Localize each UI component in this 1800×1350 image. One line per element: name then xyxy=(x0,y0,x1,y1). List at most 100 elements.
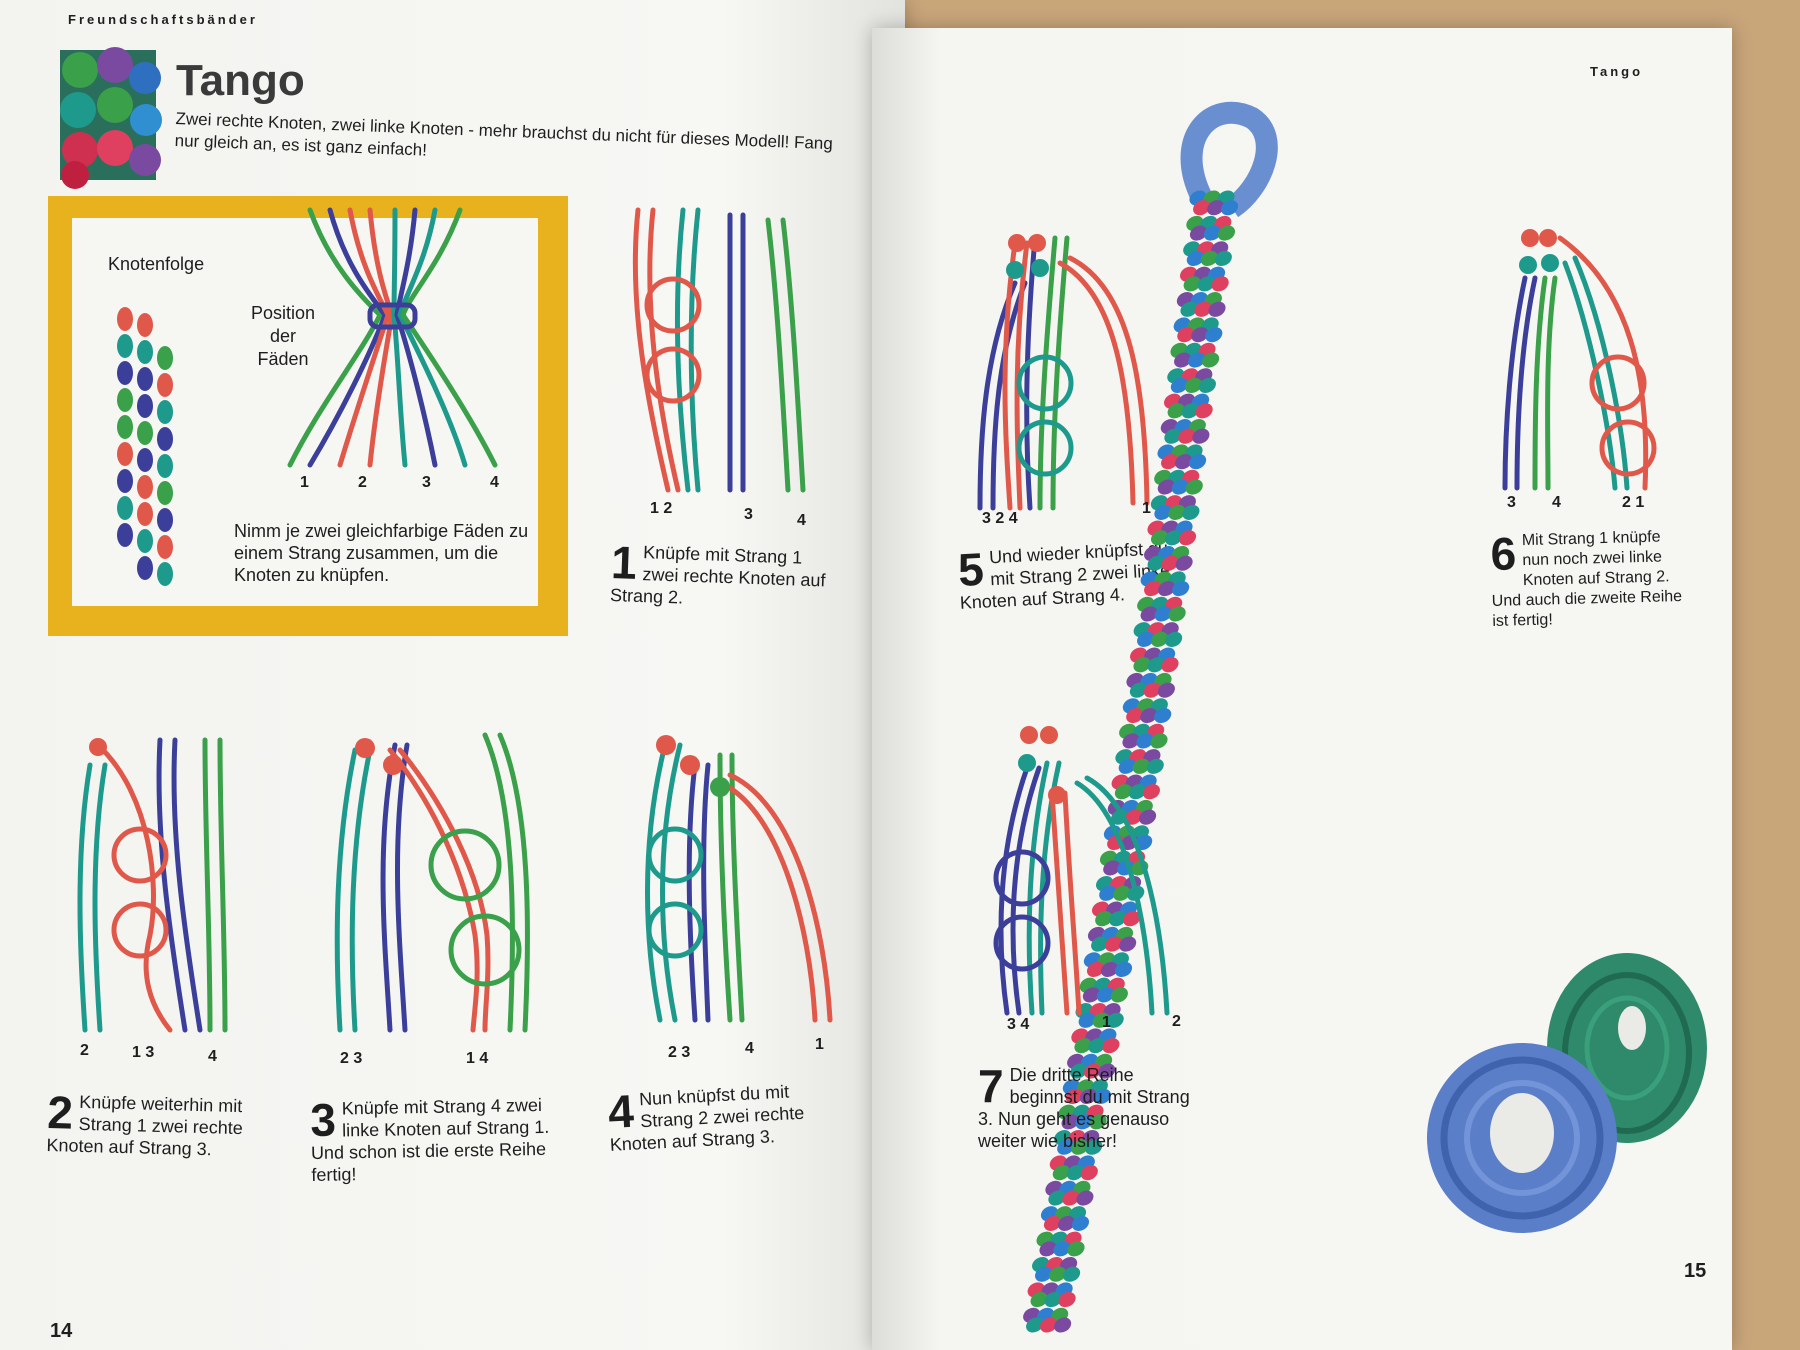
page-number-right: 15 xyxy=(1684,1260,1707,1282)
bracelet-knot xyxy=(1082,987,1100,1003)
bracelet-knot xyxy=(1192,428,1210,444)
bracelet-knot xyxy=(1161,454,1179,470)
bracelet-knot xyxy=(1207,200,1225,216)
bracelet-knot xyxy=(1052,1165,1070,1181)
bracelet-knot xyxy=(1109,911,1127,927)
step-6-text: Mit Strang 1 knüpfe nun noch zwei linke … xyxy=(1491,528,1683,630)
bracelet-knot xyxy=(1217,225,1236,241)
bracelet-knot xyxy=(1035,1266,1053,1282)
bracelet-knot xyxy=(1168,504,1186,520)
bracelet-knot xyxy=(1189,225,1208,241)
step-7-diagram xyxy=(993,726,1170,1016)
bracelet-knot xyxy=(1096,987,1114,1003)
info-box-text: Nimm je zwei gleichfarbige Fäden zu eine… xyxy=(234,521,529,585)
bracelet-knot xyxy=(1161,555,1179,571)
bracelet-knot xyxy=(1146,758,1164,774)
knot-dot xyxy=(137,502,153,526)
step-7-number: 7 xyxy=(978,1060,1004,1112)
bracelet-knot xyxy=(1092,1012,1110,1028)
bracelet-knot xyxy=(1191,327,1209,343)
step-5-diagram xyxy=(977,234,1150,511)
page-number-left: 14 xyxy=(50,1320,73,1342)
yarn-skeins-photo xyxy=(1427,953,1707,1233)
bracelet-knot xyxy=(1043,1215,1062,1231)
bracelet-knot xyxy=(1098,1063,1116,1079)
position-number-2: 2 xyxy=(358,474,367,491)
step-2-labels-a: 2 xyxy=(80,1042,89,1059)
step-5-labels-b: 1 xyxy=(1142,500,1151,517)
step-5-labels-a: 3 2 4 xyxy=(982,510,1018,527)
bracelet-knot xyxy=(1154,708,1172,724)
position-word-1: Position xyxy=(250,303,316,323)
bracelet-knot xyxy=(1084,1063,1102,1079)
step-7-labels-c: 2 xyxy=(1172,1013,1181,1030)
knot-dot xyxy=(157,508,173,532)
bracelet-knot xyxy=(1053,1241,1071,1257)
thread-position-diagram xyxy=(287,207,498,468)
bracelet-knot xyxy=(1075,1114,1093,1130)
bracelet-loop xyxy=(1180,101,1278,218)
bracelet-knot xyxy=(1132,758,1150,774)
bracelet-knot xyxy=(1221,200,1239,216)
position-number-1: 1 xyxy=(300,474,309,491)
bracelet-knot xyxy=(1167,403,1185,419)
bracelet-knot xyxy=(1181,403,1199,419)
bracelet-knot xyxy=(1048,1190,1066,1206)
bracelet-knot xyxy=(1065,1088,1083,1105)
bracelet-knot xyxy=(1177,327,1195,343)
bracelet-knot xyxy=(1103,860,1121,876)
step-7-text: Die dritte Reihe beginnst du mit Strang … xyxy=(978,1065,1190,1151)
bracelet-knot xyxy=(1099,885,1117,901)
knot-dot xyxy=(117,388,133,412)
bracelet-knot xyxy=(1063,1266,1081,1282)
step-4-labels-a: 2 3 xyxy=(668,1044,691,1061)
bracelet-knot xyxy=(1157,479,1175,495)
bracelet-knot xyxy=(1122,733,1140,749)
bracelet-knot xyxy=(1057,1215,1076,1231)
bracelet-knot xyxy=(1136,733,1154,749)
bracelet-knot xyxy=(1119,936,1137,952)
knot-dot xyxy=(137,448,153,472)
bracelet-knot xyxy=(1172,581,1190,597)
bracelet-knot xyxy=(1188,352,1206,368)
bracelet-knot xyxy=(1093,1088,1111,1105)
bracelet-knot xyxy=(1105,936,1123,952)
bracelet-knot xyxy=(1175,454,1193,470)
bracelet-knot xyxy=(1150,530,1169,546)
bracelet-knot xyxy=(1205,327,1223,343)
knot-dot xyxy=(157,535,173,559)
bracelet-knot xyxy=(1123,911,1141,927)
running-header-right: Tango xyxy=(1590,64,1644,79)
bracelet-knot xyxy=(1030,1292,1048,1308)
knot-dot xyxy=(117,307,133,331)
bracelet-knot xyxy=(1157,682,1175,698)
bracelet-knot xyxy=(1164,530,1183,546)
step-6-labels-b: 4 xyxy=(1552,494,1561,511)
step-3-text: Knüpfe mit Strang 4 zwei linke Knoten au… xyxy=(310,1094,550,1185)
running-header-left: Freundschaftsbänder xyxy=(68,12,258,27)
step-7-labels-b: 1 xyxy=(1102,1014,1111,1031)
bracelet-knot xyxy=(1197,276,1215,292)
bracelet-knot xyxy=(1171,479,1189,495)
bracelet-knot xyxy=(1170,377,1188,393)
bracelet-knot xyxy=(1174,352,1192,368)
bracelet-knot xyxy=(1164,428,1182,444)
bracelet-knot xyxy=(1133,657,1151,673)
knot-dot xyxy=(157,400,173,424)
bracelet-knot xyxy=(1158,581,1176,597)
bracelet-knot xyxy=(1100,961,1119,978)
bracelet-knot xyxy=(1066,1165,1084,1181)
bracelet-knot xyxy=(1142,784,1160,800)
bracelet-knot xyxy=(1182,504,1200,520)
step-6-diagram xyxy=(1502,229,1657,491)
step-4-labels-c: 1 xyxy=(815,1036,824,1053)
knot-dot xyxy=(137,340,153,364)
knot-dot xyxy=(117,361,133,385)
bracelet-knot xyxy=(1140,606,1158,622)
step-4-number: 4 xyxy=(606,1084,636,1138)
knot-dot xyxy=(117,415,133,439)
bracelet-knot xyxy=(1211,276,1229,292)
